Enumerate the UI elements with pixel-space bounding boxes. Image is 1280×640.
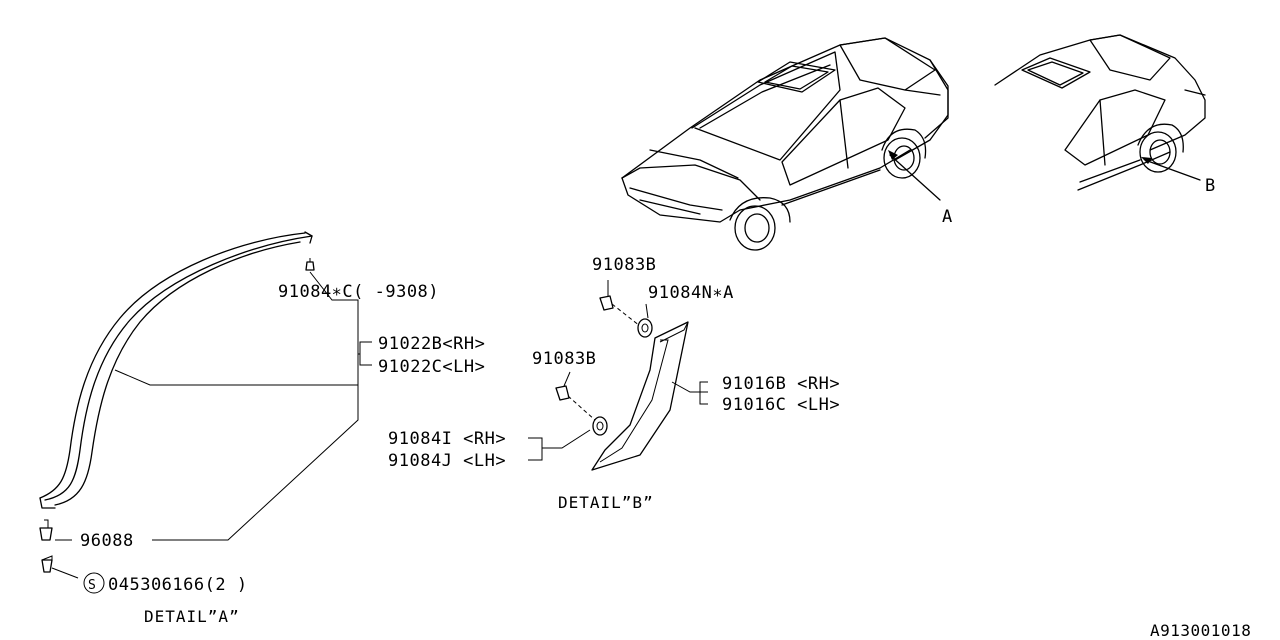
label-91084c: 91084∗C( -9308) [278,282,439,302]
label-91022b: 91022B<RH> [378,334,485,354]
label-91084j: 91084J <LH> [388,451,506,471]
detail-a-group [39,231,372,594]
label-91016c: 91016C <LH> [722,395,840,415]
drawing-number: A913001018 [1150,621,1251,640]
detail-b-group [528,280,708,471]
label-screw-s: S [88,578,96,593]
label-96088: 96088 [80,531,134,551]
label-91083b-top: 91083B [592,255,656,275]
label-screw-number: 045306166(2 ) [108,575,248,595]
label-91083b-mid: 91083B [532,349,596,369]
car-rear-view [994,34,1206,191]
reference-b: B [1205,176,1216,196]
caption-detail-b: DETAIL”B” [558,493,654,512]
reference-a: A [942,207,953,227]
car-front-view [621,37,949,251]
label-91016b: 91016B <RH> [722,374,840,394]
label-91084n: 91084N∗A [648,283,734,303]
label-91022c: 91022C<LH> [378,357,485,377]
caption-detail-a: DETAIL”A” [144,607,240,626]
label-91084i: 91084I <RH> [388,429,506,449]
